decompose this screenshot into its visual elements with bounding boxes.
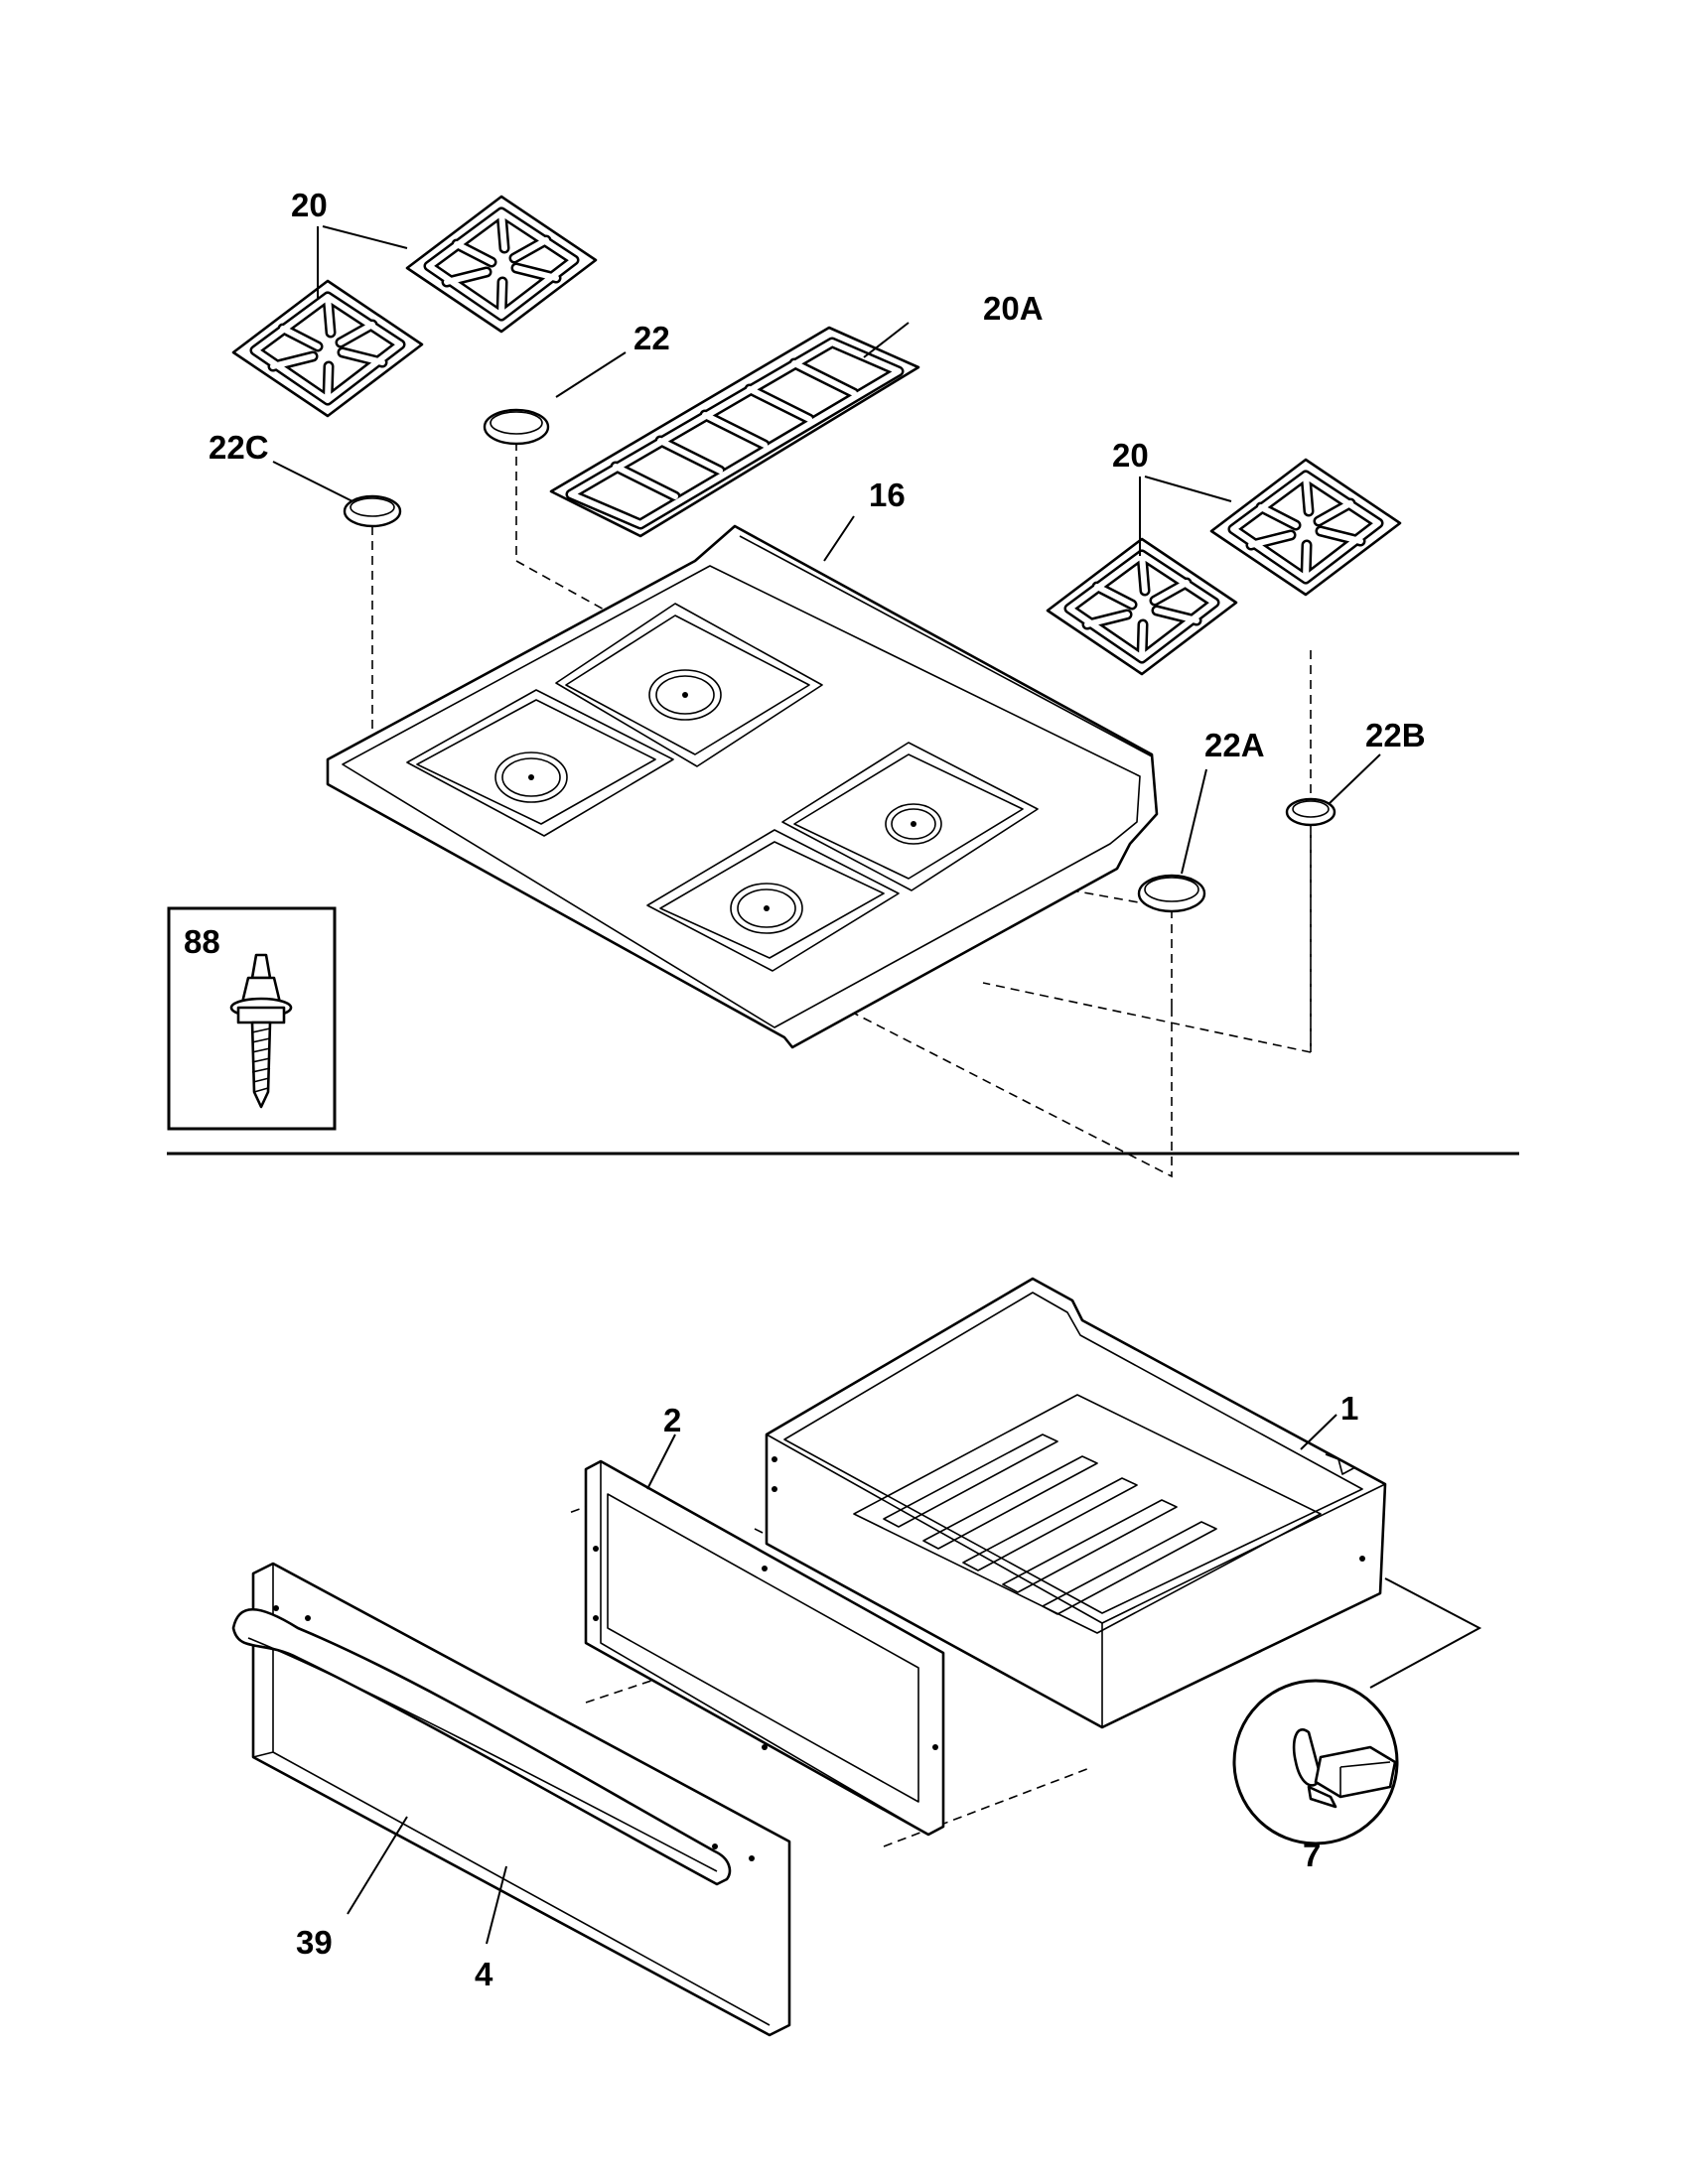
- label-grates-right: 20: [1112, 437, 1149, 474]
- grate-top-left-front: [233, 281, 422, 416]
- burner-cap-22b: [1285, 797, 1336, 827]
- drawer-handle: [231, 1607, 732, 1886]
- label-cap-22c: 22C: [209, 429, 269, 466]
- label-drawer-back-panel: 2: [663, 1402, 681, 1438]
- burner-cap-22: [483, 408, 550, 446]
- drawer-body: [765, 1277, 1387, 1729]
- label-handle: 39: [296, 1924, 333, 1961]
- grate-right-front: [1048, 539, 1236, 674]
- burner-cap-22c: [343, 494, 402, 528]
- label-cap-22b: 22B: [1365, 717, 1426, 753]
- grate-top-left-rear: [407, 197, 596, 332]
- leader-lines-top: [272, 225, 1381, 875]
- label-cooktop: 16: [869, 477, 906, 513]
- grate-right-rear: [1211, 460, 1400, 595]
- label-clip: 7: [1303, 1837, 1321, 1873]
- burner-cap-22a: [1137, 874, 1206, 913]
- leader-lines-bottom: [347, 1414, 1337, 1945]
- clip-inset: [1232, 1577, 1482, 1845]
- cooktop: [326, 524, 1159, 1049]
- label-cap-22a: 22A: [1204, 727, 1265, 763]
- label-grate-center: 20A: [983, 290, 1044, 327]
- label-screw: 88: [184, 923, 220, 960]
- screw-88: [229, 953, 293, 1109]
- drawer-back-panel: [584, 1459, 945, 1837]
- label-grates-top-left: 20: [291, 187, 328, 223]
- label-cap-22: 22: [633, 320, 670, 356]
- grate-center: [549, 326, 920, 538]
- label-drawer: 1: [1340, 1390, 1358, 1427]
- label-drawer-front: 4: [475, 1956, 493, 1992]
